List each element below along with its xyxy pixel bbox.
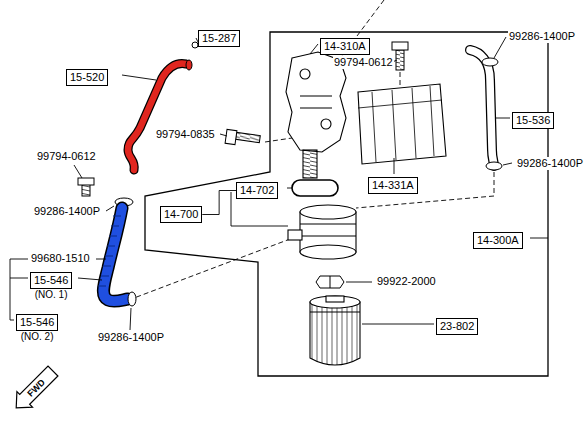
part-callout: 15-546(NO. 1) [30, 270, 72, 301]
part-number: 99794-0612 [333, 56, 394, 69]
filter-cover [358, 84, 446, 164]
bolt [392, 42, 408, 70]
part-number: 14-702 [236, 182, 278, 199]
part-number: 14-331A [368, 177, 418, 194]
part-number: 15-546 [30, 272, 72, 289]
part-callout: 15-287 [198, 28, 240, 47]
part-number: 99286-1400P [516, 157, 584, 170]
part-note: (NO. 1) [30, 289, 72, 301]
oil-cooler [288, 205, 356, 259]
part-number: 14-310A [320, 38, 370, 55]
part-number: 99794-0835 [155, 128, 216, 141]
part-note: (NO. 2) [16, 331, 58, 343]
part-number: 99680-1510 [30, 252, 91, 265]
part-number: 15-546 [16, 314, 58, 331]
part-callout: 15-536 [512, 110, 554, 129]
assembly-outline [145, 32, 548, 376]
part-number: 15-536 [512, 112, 554, 129]
part-number: 99922-2000 [376, 275, 437, 288]
part-number: 14-300A [473, 232, 523, 249]
part-callout: 15-520 [66, 67, 108, 86]
hose-15-520 [128, 42, 198, 170]
part-number: 23-802 [436, 318, 478, 335]
part-number: 14-700 [160, 206, 202, 223]
part-number: 99286-1400P [33, 205, 101, 218]
gasket [292, 180, 338, 196]
forward-arrow [8, 363, 60, 415]
part-number: 99794-0612 [36, 150, 97, 163]
part-number: 15-520 [66, 69, 108, 86]
part-callout: 14-300A [473, 230, 523, 249]
part-callout: 14-331A [368, 175, 418, 194]
leader-line [10, 37, 548, 330]
part-callout: 15-546(NO. 2) [16, 312, 58, 343]
part-callout: 23-802 [436, 316, 478, 335]
nut [316, 276, 344, 288]
part-callout: 14-700 [160, 204, 202, 223]
bolt [225, 129, 260, 144]
direction-label: FWD [25, 377, 47, 399]
part-number: 99286-1400P [508, 30, 576, 43]
dashed-guide [134, 0, 494, 298]
part-callout: 14-310A [320, 36, 370, 55]
filter-housing [286, 52, 346, 178]
bracket-line [202, 191, 236, 215]
part-number: 15-287 [198, 30, 240, 47]
hose-15-546 [98, 208, 136, 306]
part-callout: 14-702 [236, 180, 278, 199]
bolt [78, 178, 94, 196]
oil-filter [310, 296, 360, 365]
hose-15-536 [470, 50, 502, 170]
part-number: 99286-1400P [97, 331, 165, 344]
